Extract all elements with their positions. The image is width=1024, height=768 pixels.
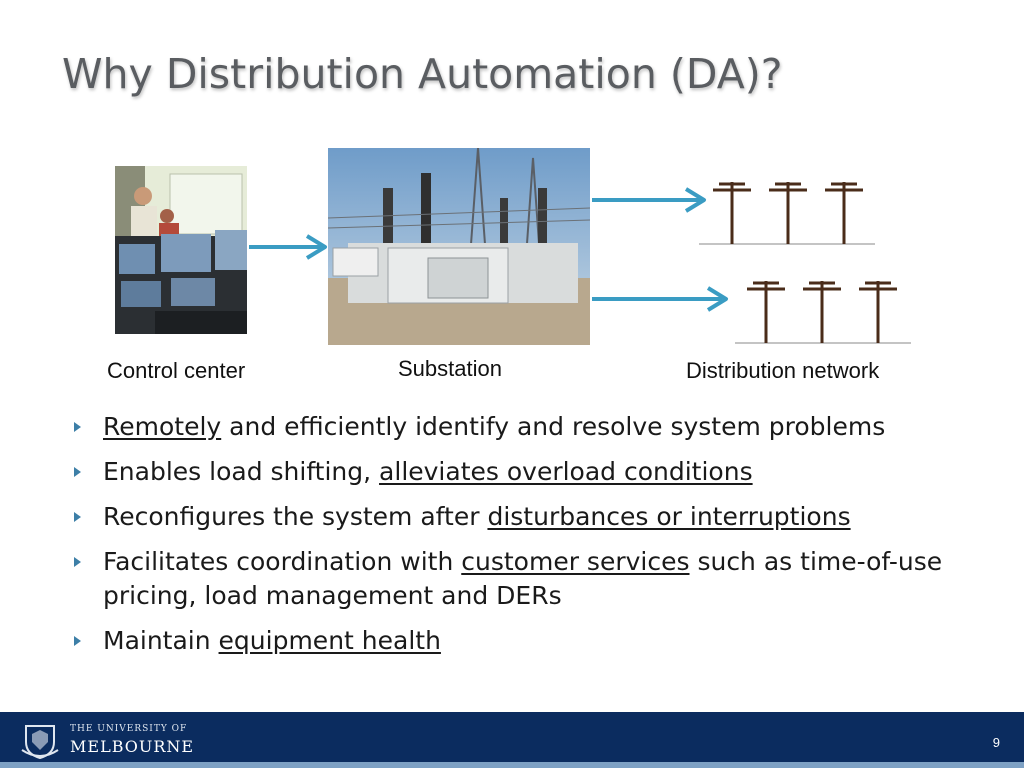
bullet-item: Remotely and efficiently identify and re… bbox=[74, 410, 974, 444]
slide-title: Why Distribution Automation (DA)? bbox=[62, 50, 783, 98]
bullet-text-underlined: alleviates overload conditions bbox=[379, 457, 753, 486]
utility-poles-bottom-icon bbox=[735, 281, 911, 344]
footer-bar: THE UNIVERSITY OF MELBOURNE 9 bbox=[0, 712, 1024, 768]
page-number: 9 bbox=[992, 735, 1000, 750]
bullet-text-underlined: customer services bbox=[461, 547, 690, 576]
bullet-item: Facilitates coordination with customer s… bbox=[74, 545, 974, 613]
control-center-photo bbox=[115, 166, 247, 334]
arrow-substation-to-network-top bbox=[592, 187, 706, 213]
utility-poles-top-icon bbox=[699, 182, 875, 245]
bullet-text: Facilitates coordination with bbox=[103, 547, 462, 576]
bullet-text: Reconfigures the system after bbox=[103, 502, 488, 531]
bullet-item: Enables load shifting, alleviates overlo… bbox=[74, 455, 974, 489]
bullet-text: Maintain bbox=[103, 626, 219, 655]
university-crest-icon bbox=[21, 725, 59, 760]
footer-accent-strip bbox=[0, 762, 1024, 768]
caption-distribution-network: Distribution network bbox=[686, 358, 880, 383]
logo-line-1: THE UNIVERSITY OF bbox=[70, 724, 188, 734]
arrow-substation-to-network-bottom bbox=[592, 286, 728, 312]
bullet-arrow-icon bbox=[74, 467, 81, 477]
bullet-text-underlined: equipment health bbox=[218, 626, 441, 655]
bullet-text: such as time-of-use pricing, load manage… bbox=[103, 547, 943, 610]
bullet-item: Reconfigures the system after disturbanc… bbox=[74, 500, 974, 534]
bullet-list: Remotely and efficiently identify and re… bbox=[74, 410, 974, 669]
bullet-item: Maintain equipment health bbox=[74, 624, 974, 658]
bullet-arrow-icon bbox=[74, 636, 81, 646]
bullet-text-underlined: disturbances or interruptions bbox=[487, 502, 851, 531]
bullet-arrow-icon bbox=[74, 557, 81, 567]
bullet-arrow-icon bbox=[74, 512, 81, 522]
caption-control-center: Control center bbox=[107, 358, 246, 383]
bullet-arrow-icon bbox=[74, 422, 81, 432]
bullet-text: Enables load shifting, bbox=[103, 457, 380, 486]
substation-photo bbox=[328, 148, 590, 345]
bullet-text-underlined: Remotely bbox=[103, 412, 222, 441]
caption-substation: Substation bbox=[398, 356, 502, 381]
bullet-text: and efficiently identify and resolve sys… bbox=[221, 412, 886, 441]
arrow-control-to-substation bbox=[249, 234, 327, 260]
logo-line-2: MELBOURNE bbox=[70, 737, 195, 756]
